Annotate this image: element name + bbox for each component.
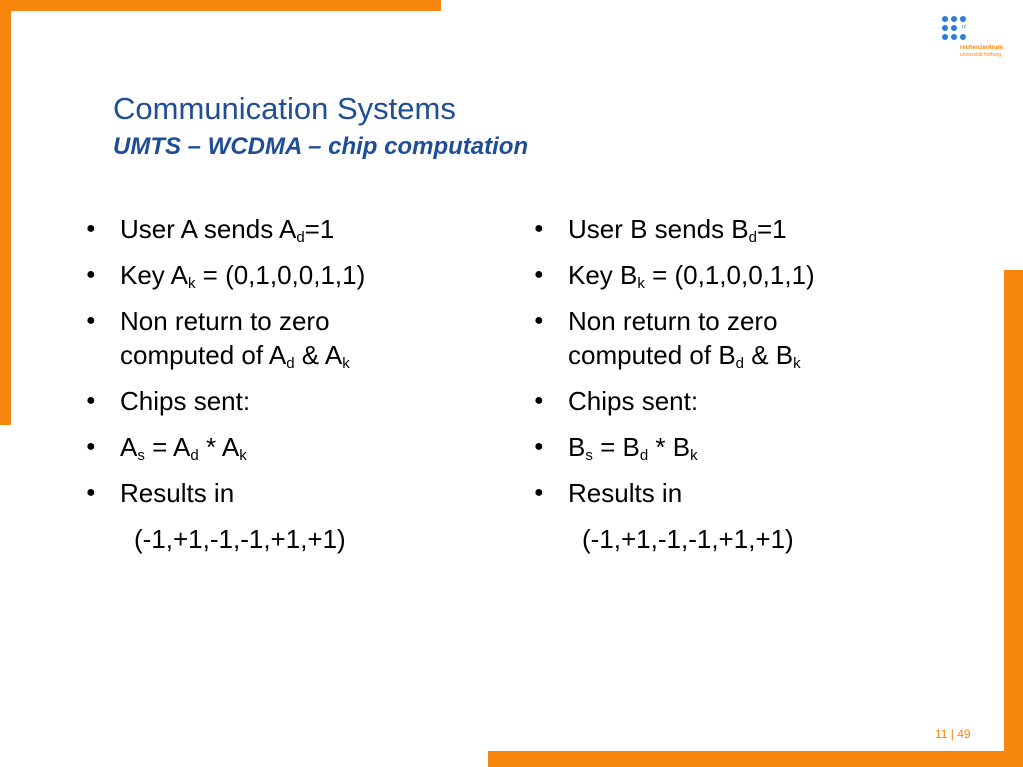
list-item: ● Key Ak = (0,1,0,0,1,1): [86, 260, 366, 292]
list-item: ● Chips sent:: [86, 386, 251, 416]
list-item: ● Non return to zero computed of Ad & Ak: [86, 306, 350, 372]
list-item: ● Results in: [534, 478, 683, 508]
slide-title: Communication Systems: [113, 91, 456, 126]
bullet-icon: ●: [534, 266, 544, 283]
bullet-icon: ●: [86, 438, 96, 455]
list-item: ● Chips sent:: [534, 386, 699, 416]
bullet-icon: ●: [86, 392, 96, 409]
list-item: ● User A sends Ad=1: [86, 214, 335, 246]
bottom-accent-bar: [488, 751, 1023, 767]
list-item: ● As = Ad * Ak: [86, 432, 247, 464]
bullet-icon: ●: [86, 220, 96, 237]
bullet-icon: ●: [534, 312, 544, 329]
list-item: ● Bs = Bd * Bk: [534, 432, 698, 464]
bullet-icon: ●: [86, 266, 96, 283]
logo-mark: rz: [962, 24, 967, 30]
bullet-icon: ●: [534, 484, 544, 501]
user-a-column: ● User A sends Ad=1 ● Key Ak = (0,1,0,0,…: [82, 212, 502, 556]
bullet-icon: ●: [86, 484, 96, 501]
slide-subtitle: UMTS – WCDMA – chip computation: [113, 133, 529, 160]
top-accent-bar: [0, 0, 441, 11]
right-accent-bar: [1004, 270, 1023, 767]
bullet-icon: ●: [86, 312, 96, 329]
user-b-column: ● User B sends Bd=1 ● Key Bk = (0,1,0,0,…: [530, 212, 970, 556]
logo-name: rechenzentrum: [960, 45, 1004, 51]
logo-subtitle: universität freiburg: [960, 52, 1002, 58]
list-item: ● Results in: [86, 478, 235, 508]
university-logo: rz rechenzentrum universität freiburg: [940, 14, 1010, 64]
page-number: 11 | 49: [935, 727, 971, 741]
left-accent-bar: [0, 0, 11, 425]
result-vector: (-1,+1,-1,-1,+1,+1): [134, 524, 346, 554]
list-item: ● User B sends Bd=1: [534, 214, 787, 246]
bullet-icon: ●: [534, 392, 544, 409]
result-vector: (-1,+1,-1,-1,+1,+1): [582, 524, 794, 554]
bullet-icon: ●: [534, 220, 544, 237]
list-item: ● Non return to zero computed of Bd & Bk: [534, 306, 801, 372]
bullet-icon: ●: [534, 438, 544, 455]
list-item: ● Key Bk = (0,1,0,0,1,1): [534, 260, 815, 292]
